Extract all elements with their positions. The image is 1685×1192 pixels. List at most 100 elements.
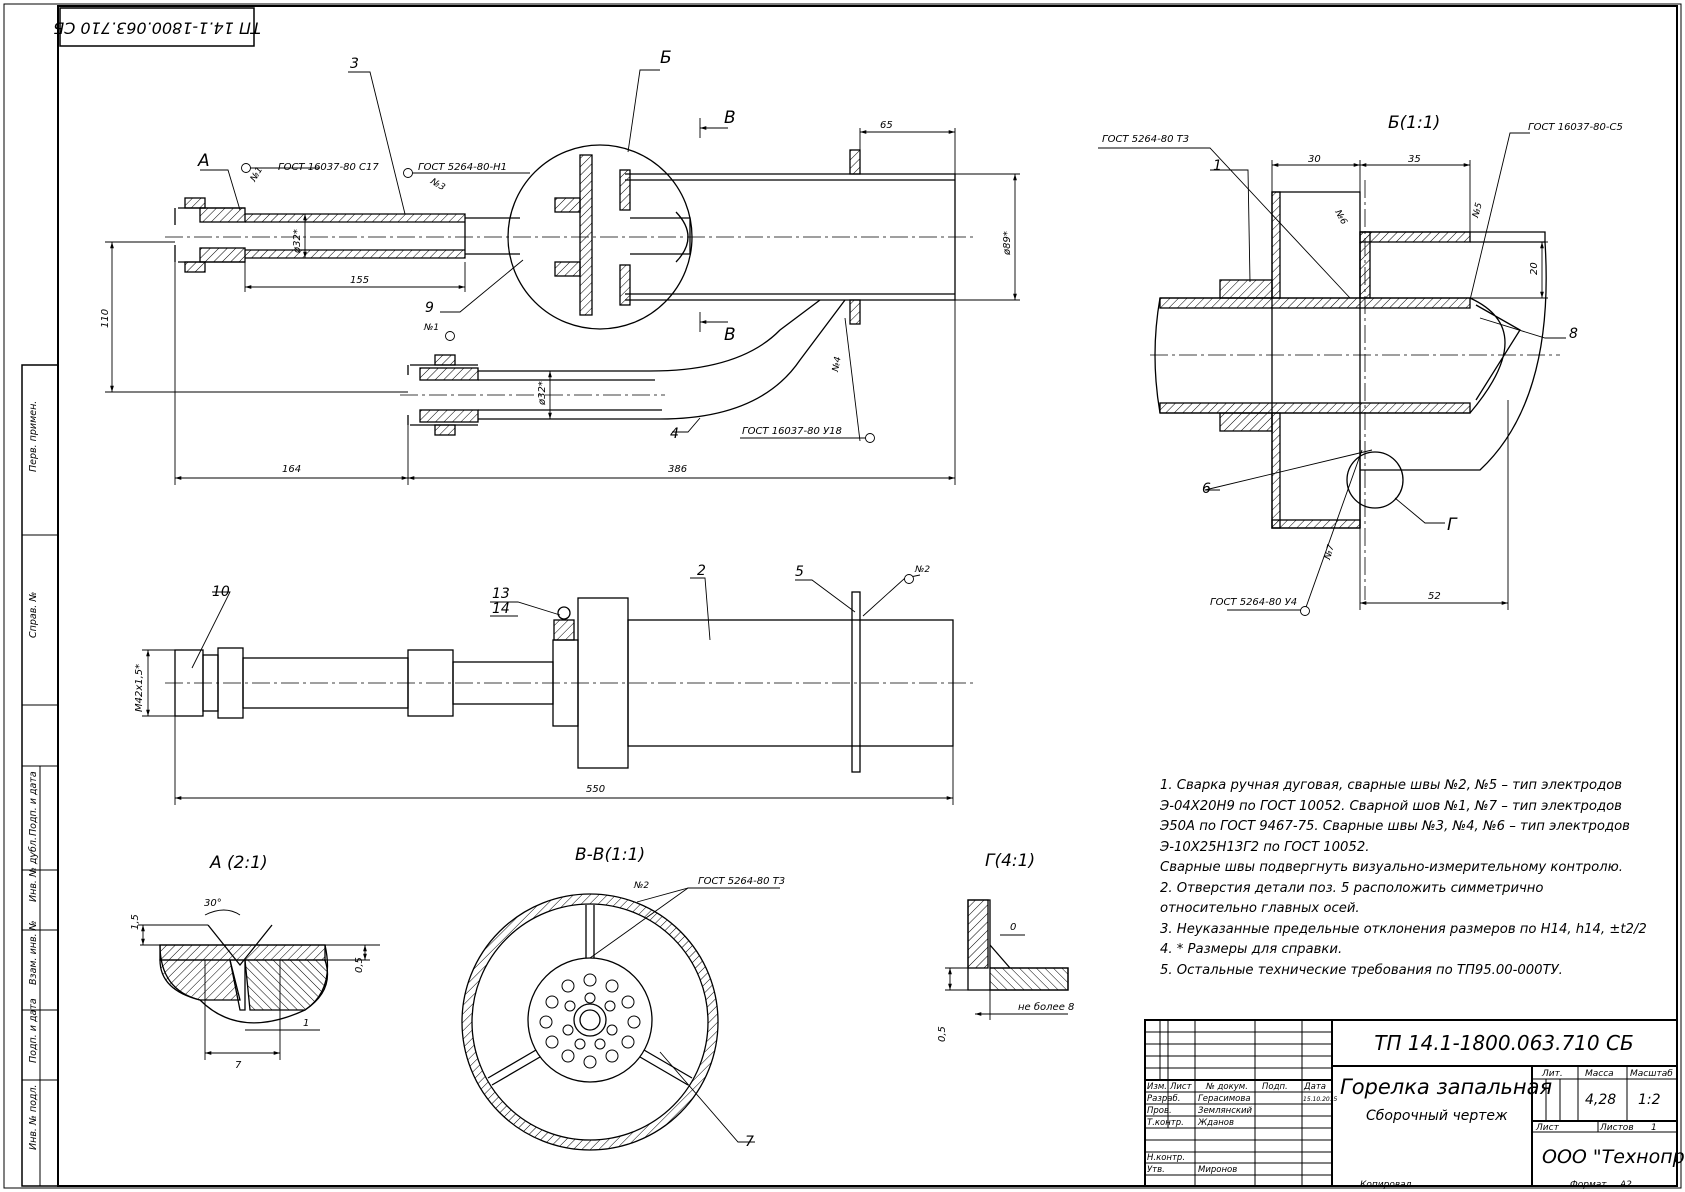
svg-text:ООО "Технопром": ООО "Технопром" (1542, 1146, 1685, 1168)
svg-text:ТП 14.1-1800.063.710 СБ: ТП 14.1-1800.063.710 СБ (53, 19, 261, 38)
svg-text:Масштаб: Масштаб (1630, 1069, 1673, 1079)
svg-text:М42х1,5*: М42х1,5* (134, 664, 145, 712)
svg-text:7: 7 (745, 1134, 754, 1150)
svg-text:ГОСТ 5264-80 Т3: ГОСТ 5264-80 Т3 (1102, 134, 1189, 145)
note-line: относительно главных осей. (1160, 901, 1360, 916)
svg-text:0,5: 0,5 (354, 957, 365, 973)
title-block (1144, 1019, 1678, 1187)
svg-text:65: 65 (880, 120, 893, 131)
lower-view-dims (142, 574, 954, 805)
svg-text:Горелка запальная: Горелка запальная (1340, 1075, 1552, 1099)
svg-text:Г: Г (1447, 515, 1458, 535)
svg-text:15.10.2015: 15.10.2015 (1303, 1096, 1338, 1103)
svg-text:№3: №3 (428, 176, 447, 193)
detail-g-dims (945, 934, 1068, 1020)
svg-text:ø32*: ø32* (537, 381, 548, 406)
detail-a-text: А (2:1) 30° 1,5 0,5 7 1 (130, 853, 365, 1071)
svg-text:Миронов: Миронов (1198, 1165, 1237, 1175)
svg-text:5: 5 (795, 564, 804, 580)
main-view (165, 144, 975, 436)
svg-text:Взам. инв. №: Взам. инв. № (28, 920, 39, 985)
svg-text:0,5: 0,5 (937, 1026, 948, 1042)
svg-text:ГОСТ 16037-80 С17: ГОСТ 16037-80 С17 (278, 162, 379, 173)
svg-text:В-В(1:1): В-В(1:1) (575, 845, 645, 865)
svg-text:4,28: 4,28 (1585, 1092, 1616, 1108)
svg-text:ГОСТ 5264-80 У4: ГОСТ 5264-80 У4 (1210, 597, 1297, 608)
svg-text:7: 7 (235, 1060, 242, 1071)
svg-text:№2: №2 (914, 565, 930, 575)
svg-text:164: 164 (282, 464, 301, 475)
note-line: Э50А по ГОСТ 9467-75. Сварные швы №3, №4… (1160, 819, 1630, 834)
svg-text:№5: №5 (1471, 201, 1485, 219)
section-vv-view (461, 893, 719, 1151)
burner-holes (539, 973, 641, 1069)
svg-text:А (2:1): А (2:1) (209, 853, 268, 873)
note-line: 4. * Размеры для справки. (1160, 942, 1343, 957)
svg-text:Подп. и дата: Подп. и дата (28, 771, 39, 836)
note-line: Сварные швы подвергнуть визуально-измери… (1160, 860, 1623, 875)
svg-text:0: 0 (1010, 922, 1016, 933)
svg-text:20: 20 (1529, 262, 1540, 275)
svg-text:Дата: Дата (1303, 1082, 1326, 1092)
svg-text:№6: №6 (1332, 208, 1349, 227)
svg-text:Листов: Листов (1599, 1123, 1634, 1133)
svg-text:35: 35 (1408, 154, 1421, 165)
detail-a-view (140, 924, 380, 1024)
top-stamp: ТП 14.1-1800.063.710 СБ (53, 7, 261, 47)
title-block-text: ТП 14.1-1800.063.710 СБ Горелка запальна… (1147, 1031, 1685, 1190)
svg-text:Утв.: Утв. (1147, 1165, 1165, 1175)
note-line: Э-04Х20Н9 по ГОСТ 10052. Сварной шов №1,… (1160, 798, 1622, 814)
svg-text:ø89*: ø89* (1002, 231, 1013, 256)
lower-view-text: 10 13 14 2 5 №2 550 М42х1,5* (134, 563, 930, 795)
svg-text:13: 13 (492, 586, 510, 602)
svg-text:9: 9 (425, 300, 434, 316)
detail-g-view (967, 899, 1069, 991)
svg-text:ГОСТ 16037-80-С5: ГОСТ 16037-80-С5 (1528, 122, 1623, 133)
svg-text:30°: 30° (204, 898, 222, 909)
svg-text:Лист: Лист (1169, 1082, 1193, 1092)
svg-text:Подп. и дата: Подп. и дата (28, 998, 39, 1063)
svg-text:не более 8: не более 8 (1018, 1001, 1074, 1013)
svg-text:155: 155 (350, 275, 369, 286)
detail-g-text: Г(4:1) 0 0,5 не более 8 (937, 851, 1074, 1042)
detail-a-dims (138, 909, 370, 1060)
svg-text:Разраб.: Разраб. (1147, 1094, 1180, 1104)
svg-text:Н.контр.: Н.контр. (1147, 1153, 1185, 1163)
svg-text:Лист: Лист (1535, 1123, 1560, 1133)
svg-text:ГОСТ 5264-80-Н1: ГОСТ 5264-80-Н1 (418, 162, 507, 173)
svg-text:ГОСТ 5264-80 Т3: ГОСТ 5264-80 Т3 (698, 876, 785, 887)
svg-text:Копировал: Копировал (1360, 1180, 1412, 1190)
svg-text:№1: №1 (423, 323, 439, 333)
svg-text:В: В (724, 108, 736, 128)
note-line: Э-10Х25Н13Г2 по ГОСТ 10052. (1160, 839, 1370, 855)
svg-text:Подп.: Подп. (1262, 1082, 1288, 1092)
svg-text:Масса: Масса (1585, 1069, 1614, 1079)
svg-text:№2: №2 (633, 881, 649, 891)
svg-text:30: 30 (1308, 154, 1321, 165)
svg-text:Формат: Формат (1570, 1180, 1607, 1190)
detail-b-view (1150, 180, 1560, 600)
svg-text:1,5: 1,5 (130, 914, 141, 930)
svg-text:10: 10 (212, 584, 230, 600)
svg-text:110: 110 (100, 309, 111, 328)
svg-text:Т.контр.: Т.контр. (1147, 1118, 1184, 1128)
svg-text:550: 550 (586, 784, 605, 795)
svg-text:№ докум.: № докум. (1205, 1082, 1248, 1092)
svg-text:1: 1 (303, 1018, 309, 1029)
svg-text:Пров.: Пров. (1147, 1106, 1172, 1116)
technical-notes: 1. Сварка ручная дуговая, сварные швы №2… (1160, 776, 1647, 981)
svg-text:Жданов: Жданов (1197, 1118, 1234, 1128)
svg-text:Землянский: Землянский (1198, 1106, 1253, 1116)
note-line: 2. Отверстия детали поз. 5 расположить с… (1160, 880, 1544, 896)
svg-text:3: 3 (350, 56, 359, 72)
svg-text:2: 2 (697, 563, 706, 579)
note-line: 5. Остальные технические требования по Т… (1160, 962, 1563, 978)
svg-text:В: В (724, 325, 736, 345)
side-strip-labels: Перв. примен. Справ. № Подп. и дата Инв.… (28, 401, 39, 1150)
svg-text:1:2: 1:2 (1638, 1092, 1661, 1108)
svg-text:8: 8 (1569, 326, 1578, 342)
note-line: 3. Неуказанные предельные отклонения раз… (1160, 921, 1647, 937)
svg-text:386: 386 (668, 464, 687, 475)
svg-text:ø32*: ø32* (292, 229, 303, 254)
